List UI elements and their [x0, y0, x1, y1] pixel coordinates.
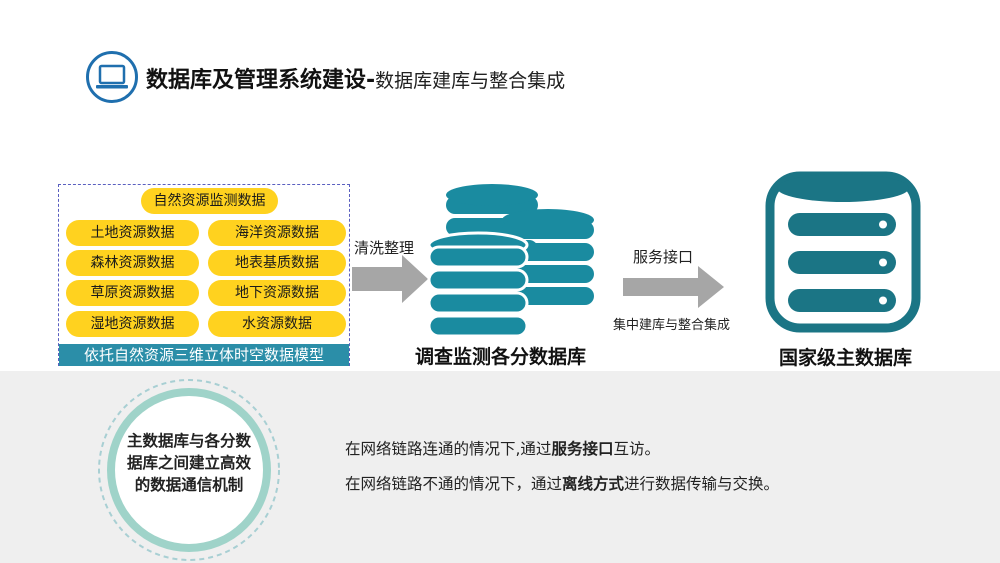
arrow-right-icon	[623, 266, 724, 308]
source-item: 土地资源数据	[66, 220, 199, 246]
monitor-icon	[86, 51, 138, 103]
mechanism-ring-text: 主数据库与各分数据库之间建立高效的数据通信机制	[126, 432, 251, 494]
database-server-icon	[765, 171, 921, 333]
source-item: 草原资源数据	[66, 280, 199, 306]
cleaning-label: 清洗整理	[354, 239, 415, 257]
source-item: 水资源数据	[208, 311, 346, 337]
mechanism-line-online: 在网络链路连通的情况下,通过服务接口互访。	[345, 440, 660, 458]
survey-db-label: 调查监测各分数据库	[415, 346, 587, 368]
model-caption: 依托自然资源三维立体时空数据模型	[59, 344, 349, 366]
national-db-label: 国家级主数据库	[779, 347, 913, 369]
service-interface-label: 服务接口	[633, 248, 694, 266]
arrow-right-icon	[352, 255, 428, 303]
integration-label: 集中建库与整合集成	[613, 318, 731, 333]
source-item: 海洋资源数据	[208, 220, 346, 246]
source-item-monitoring: 自然资源监测数据	[141, 188, 278, 214]
page-title: 数据库及管理系统建设-数据库建库与整合集成	[146, 68, 566, 93]
source-item: 森林资源数据	[66, 250, 199, 276]
flow-graphics	[352, 171, 921, 338]
source-item: 地下资源数据	[208, 280, 346, 306]
page-subtitle: 数据库建库与整合集成	[375, 70, 566, 92]
source-item: 湿地资源数据	[66, 311, 199, 337]
source-item: 地表基质数据	[208, 250, 346, 276]
database-cluster-icon	[427, 184, 594, 338]
mechanism-line-offline: 在网络链路不通的情况下，通过离线方式进行数据传输与交换。	[345, 475, 780, 493]
